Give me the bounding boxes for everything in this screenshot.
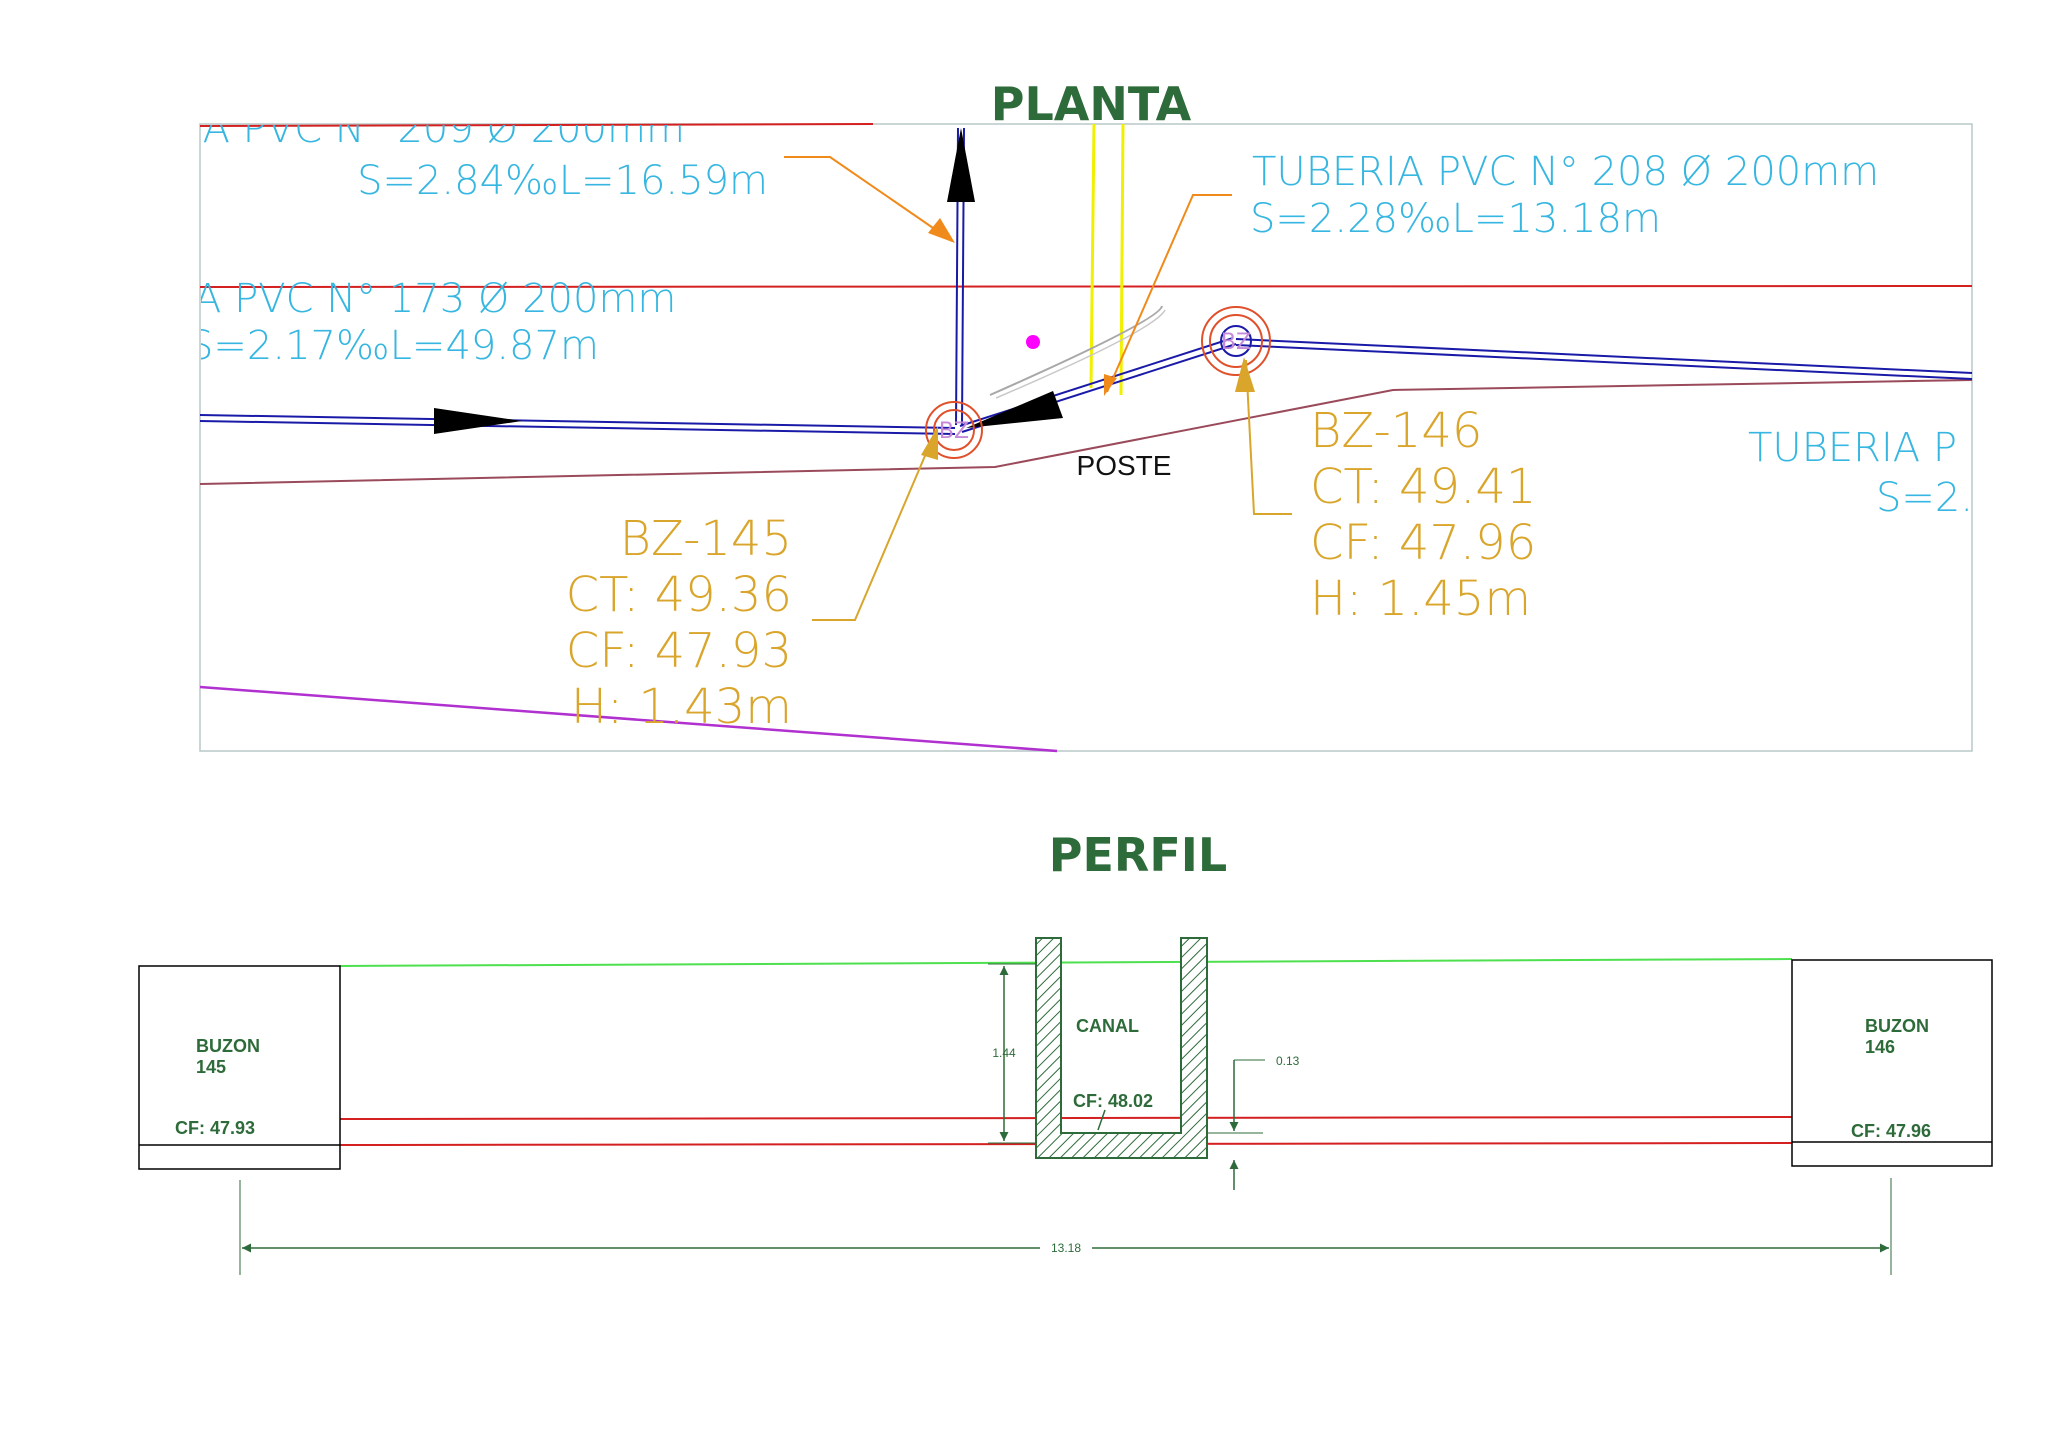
pipe-right-line1: TUBERIA P — [1748, 425, 1957, 471]
bz146-info: BZ-146 CT: 49.41 CF: 47.96 H: 1.45m — [1310, 403, 1536, 627]
perfil-view: PERFIL BUZON 145 CF: 47.93 BUZON 146 CF:… — [138, 828, 1993, 1275]
pipe-208-line1: TUBERIA PVC N° 208 Ø 200mm — [1252, 149, 1879, 195]
bz146-id: BZ-146 — [1310, 403, 1482, 459]
canal-cf-leader — [1097, 1109, 1106, 1131]
pipe-173 — [199, 414, 956, 435]
manhole-145-tag: BZ — [939, 419, 969, 444]
bz145-ct: CT: 49.36 — [566, 567, 792, 623]
buzon-146-cf: CF: 47.96 — [1851, 1121, 1931, 1141]
pipe-crown-line — [339, 1116, 1793, 1120]
bz145-cf: CF: 47.93 — [566, 623, 792, 679]
bz146-ct: CT: 49.41 — [1310, 459, 1536, 515]
flow-arrow-208 — [966, 391, 1063, 428]
dim-thickness-label: 0.13 — [1276, 1054, 1300, 1068]
buzon-146-line1: BUZON — [1865, 1016, 1929, 1036]
buzon-145: BUZON 145 CF: 47.93 — [138, 965, 341, 1170]
manhole-146-symbol: BZ — [1201, 306, 1271, 376]
road-edge-line — [199, 685, 1058, 753]
pipe-209-line1: RIA PVC N° 209 Ø 200mm — [163, 106, 685, 152]
bz146-cf: CF: 47.96 — [1310, 515, 1536, 571]
leader-209-arrow — [928, 218, 955, 243]
buzon-145-line1: BUZON — [196, 1036, 260, 1056]
canal-label: CANAL — [1076, 1016, 1139, 1036]
buzon-146-line2: 146 — [1865, 1037, 1895, 1057]
leader-208-arrow — [1104, 374, 1117, 396]
bz145-h: H: 1.43m — [571, 679, 792, 735]
manhole-145-symbol: BZ — [925, 401, 983, 459]
planta-frame — [199, 123, 1973, 752]
flow-arrow-209 — [947, 128, 975, 202]
canal-line-left — [1089, 123, 1096, 389]
leader-bz146 — [1245, 359, 1292, 515]
canal-line-right — [1119, 123, 1125, 396]
leader-bz145 — [812, 429, 937, 621]
ground-line — [339, 958, 1793, 967]
dim-canal-thickness: 0.13 — [1207, 1054, 1300, 1190]
leader-bz145-arrow — [921, 426, 938, 460]
leader-208 — [1106, 194, 1232, 393]
flow-arrow-173 — [434, 408, 522, 434]
dim-height-label: 1.44 — [992, 1046, 1016, 1060]
buzon-145-line2: 145 — [196, 1057, 226, 1077]
bz145-info: BZ-145 CT: 49.36 CF: 47.93 H: 1.43m — [566, 511, 792, 735]
perfil-title: PERFIL — [1049, 828, 1227, 882]
dim-length-label: 13.18 — [1051, 1241, 1081, 1255]
buzon-146: BUZON 146 CF: 47.96 — [1791, 959, 1993, 1167]
boundary-line-red — [199, 285, 1973, 288]
pipe-173-line2: S=2.17‰L=49.87m — [188, 323, 599, 369]
dim-length: 13.18 — [239, 1178, 1892, 1275]
leader-bz146-arrow — [1235, 357, 1255, 392]
canal-section: CANAL CF: 48.02 — [1035, 937, 1208, 1159]
poste-label: POSTE — [1077, 450, 1172, 481]
curve-sketch — [989, 305, 1163, 396]
pipe-right — [1235, 338, 1973, 380]
survey-point — [1026, 335, 1040, 349]
pipe-208-line2: S=2.28‰L=13.18m — [1250, 196, 1661, 242]
leader-209 — [784, 156, 953, 242]
canal-cf: CF: 48.02 — [1073, 1091, 1153, 1111]
planta-view: PLANTA — [163, 77, 1973, 753]
bz146-h: H: 1.45m — [1310, 571, 1531, 627]
dim-canal-height: 1.44 — [988, 963, 1036, 1144]
bz145-id: BZ-145 — [620, 511, 792, 567]
curve-sketch-inner — [995, 309, 1166, 399]
buzon-145-cf: CF: 47.93 — [175, 1118, 255, 1138]
property-line — [199, 379, 1973, 485]
manhole-146-tag: BZ — [1221, 330, 1251, 355]
pipe-209-line2: S=2.84‰L=16.59m — [357, 158, 768, 204]
planta-title: PLANTA — [991, 77, 1192, 131]
pipe-173-line1: A PVC N° 173 Ø 200mm — [194, 276, 676, 322]
pipe-right-line2: S=2. — [1876, 475, 1973, 521]
boundary-line-top — [199, 123, 874, 127]
